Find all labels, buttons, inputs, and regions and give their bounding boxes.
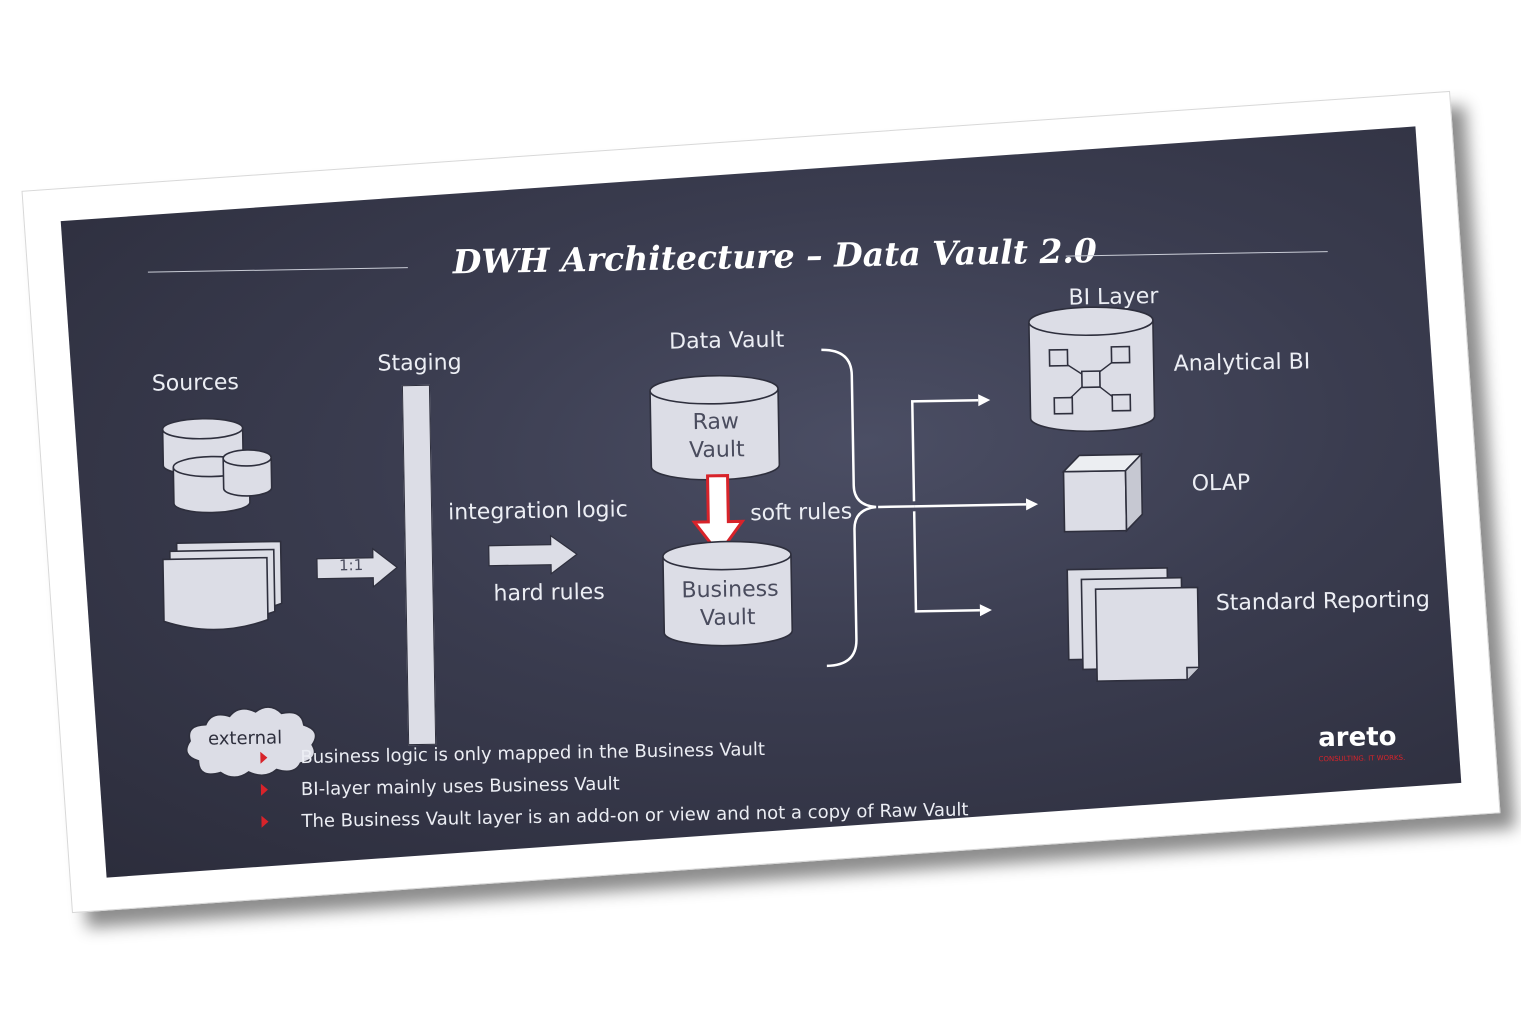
hard-rules-label: hard rules <box>493 579 605 607</box>
standard-reporting-label: Standard Reporting <box>1215 587 1431 617</box>
bullet-text: BI-layer mainly uses Business Vault <box>300 773 620 801</box>
raw-vault-label-line2: Vault <box>688 437 745 464</box>
areto-tagline: CONSULTING. IT WORKS. <box>1318 753 1406 764</box>
external-label: external <box>207 727 283 750</box>
title-rule-left <box>147 267 408 273</box>
heading-staging: Staging <box>377 350 462 377</box>
one-to-one-arrow-icon <box>316 547 399 589</box>
integration-logic-label: integration logic <box>447 497 628 526</box>
external-cloud-icon <box>185 706 317 779</box>
bullet-marker-icon <box>260 751 268 764</box>
olap-label: OLAP <box>1191 470 1251 497</box>
areto-logo: areto <box>1317 721 1397 754</box>
report-pages-icon <box>1066 567 1200 682</box>
integration-arrow-icon <box>488 534 578 575</box>
document-stack-icon <box>162 540 283 631</box>
business-vault-cylinder <box>662 540 794 647</box>
bullet-marker-icon <box>261 815 269 828</box>
analytical-bi-cylinder <box>1028 306 1156 433</box>
olap-cube-icon <box>1061 452 1144 533</box>
title-rule-right <box>1065 251 1328 257</box>
slide-photo-frame: DWH Architecture – Data Vault 2.0 Source… <box>21 90 1501 914</box>
heading-data-vault: Data Vault <box>668 327 785 355</box>
database-cluster-icon <box>161 417 273 514</box>
heading-sources: Sources <box>151 370 240 397</box>
slide: DWH Architecture – Data Vault 2.0 Source… <box>60 126 1462 878</box>
bullet-text: The Business Vault layer is an add-on or… <box>301 799 969 833</box>
raw-vault-cylinder <box>649 374 781 481</box>
slide-title: DWH Architecture – Data Vault 2.0 <box>452 231 1098 282</box>
slide-content: DWH Architecture – Data Vault 2.0 Source… <box>76 161 1445 843</box>
one-to-one-label: 1:1 <box>338 555 364 575</box>
bullet-marker-icon <box>260 783 269 796</box>
staging-bar <box>401 384 437 746</box>
business-vault-label-line1: Business <box>681 576 779 604</box>
red-down-arrow-icon <box>691 474 746 557</box>
raw-vault-label-line1: Raw <box>692 409 740 436</box>
curly-brace-connector <box>821 348 1039 668</box>
analytical-bi-label: Analytical BI <box>1173 349 1311 377</box>
business-vault-label-line2: Vault <box>699 605 756 632</box>
bullet-text: Business logic is only mapped in the Bus… <box>300 738 766 769</box>
